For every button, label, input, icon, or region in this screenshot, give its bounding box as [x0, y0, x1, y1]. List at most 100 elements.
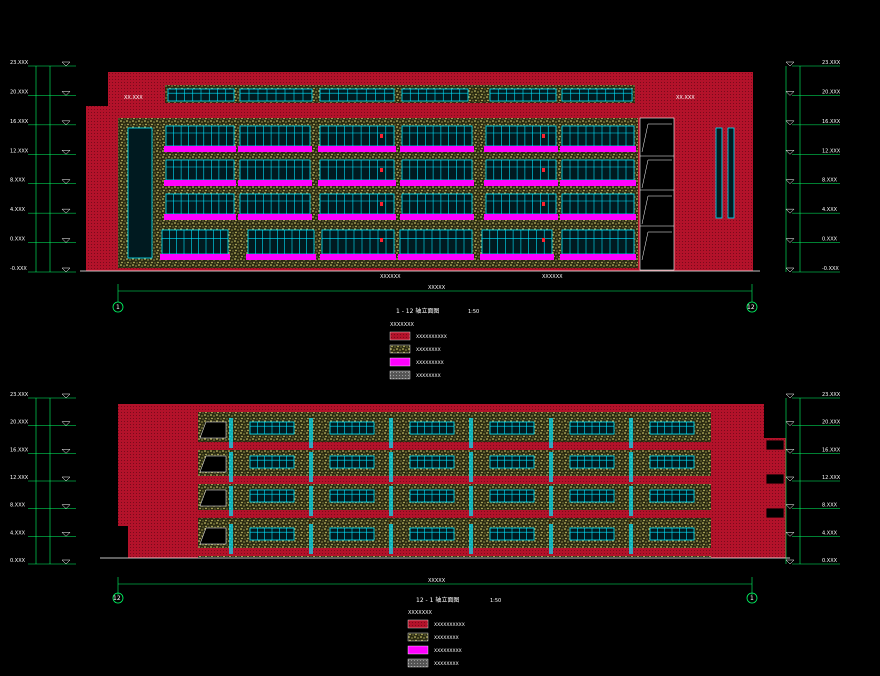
spandrel-band — [484, 180, 558, 186]
window — [165, 193, 235, 215]
elevation-mark: 12.XXX — [10, 475, 29, 481]
elevation-mark: 0.XXX — [10, 558, 26, 564]
legend-swatch — [407, 658, 429, 668]
legend-label: XXXXXXXX — [434, 661, 459, 667]
elevation-mark: 16.XXX — [10, 119, 29, 125]
elevation-mark: 4.XXX — [10, 207, 26, 213]
window — [401, 193, 473, 215]
spandrel-band — [560, 180, 636, 186]
bottom-floors — [198, 418, 785, 556]
elevation-mark: 20.XXX — [10, 89, 29, 95]
spandrel-band — [160, 254, 230, 260]
legend-heading: XXXXXXX — [390, 322, 415, 328]
elevation-mark: 8.XXX — [10, 503, 26, 509]
bottom-right-block — [711, 526, 764, 558]
top-windows — [87, 88, 674, 261]
top-title: 1 - 12 轴立面图 — [396, 307, 439, 315]
window — [401, 159, 473, 181]
elevation-mark: 8.XXX — [822, 503, 838, 509]
window — [481, 229, 553, 255]
elevation-mark: 4.XXX — [822, 530, 838, 536]
elevation-mark: 0.XXX — [10, 237, 26, 243]
legend-label: XXXXXXXXXX — [416, 334, 447, 340]
spandrel-band — [238, 214, 312, 220]
window — [485, 193, 557, 215]
floor-band — [198, 548, 711, 556]
window — [561, 159, 635, 181]
window — [561, 229, 635, 255]
top-axis-bubble-left — [112, 301, 124, 313]
spandrel-band — [400, 180, 474, 186]
legend-swatch — [389, 331, 411, 341]
spandrel-band — [484, 214, 558, 220]
floor-band — [198, 442, 711, 450]
spandrel-band — [318, 180, 396, 186]
legend-label: XXXXXXXX — [434, 635, 459, 641]
elevation-mark: 20.XXX — [10, 420, 29, 426]
top-tower-window-1 — [715, 127, 723, 219]
window — [165, 159, 235, 181]
elevation-mark: 20.XXX — [822, 89, 841, 95]
top-dim-right: 23.XXX20.XXX16.XXX12.XXX8.XXX4.XXX0.XXX-… — [785, 60, 841, 273]
elevation-mark: -0.XXX — [822, 266, 839, 272]
window — [239, 159, 311, 181]
top-stair-tower — [639, 117, 675, 271]
elevation-mark: 16.XXX — [10, 447, 29, 453]
legend-label: XXXXXXXXX — [416, 360, 444, 366]
legend-label: XXXXXXXX — [416, 373, 441, 379]
spandrel-band — [484, 146, 558, 152]
bottom-legend: XXXXXXXXXXXXXXXXXXXXXXXXXXXXXXXXXXXXXXXX… — [407, 610, 465, 668]
elevation-mark: 12.XXX — [10, 148, 29, 154]
window — [485, 159, 557, 181]
elevation-top: XX.XXX XX.XXX XXXXXX XXXXXX XXXXX 1 12 1… — [10, 60, 841, 380]
elevation-mark: 8.XXX — [822, 178, 838, 184]
bottom-overall-dim: XXXXX — [428, 578, 446, 584]
window — [239, 125, 311, 147]
elevation-mark: 0.XXX — [822, 558, 838, 564]
spandrel-band — [246, 254, 316, 260]
legend-swatch — [407, 632, 429, 642]
legend-swatch — [389, 357, 411, 367]
bottom-right-wing — [764, 438, 786, 558]
top-left-wing — [86, 106, 108, 271]
top-axis-left: 1 — [116, 304, 120, 311]
bottom-axis-bubble-left — [112, 592, 124, 604]
top-tag-right: XXXXXX — [542, 274, 563, 280]
window — [561, 193, 635, 215]
elevation-mark: 23.XXX — [10, 60, 29, 66]
window — [561, 125, 635, 147]
legend-swatch — [389, 344, 411, 354]
spandrel-band — [164, 214, 236, 220]
top-axis-bubble-right — [746, 301, 758, 313]
bottom-scale: 1:50 — [490, 598, 501, 604]
legend-label: XXXXXXXXXX — [434, 622, 465, 628]
elevation-mark: 16.XXX — [822, 119, 841, 125]
window — [161, 229, 229, 255]
elevation-mark: 0.XXX — [822, 237, 838, 243]
spandrel-band — [318, 146, 396, 152]
spandrel-band — [398, 254, 474, 260]
spandrel-band — [164, 180, 236, 186]
legend-heading: XXXXXXX — [408, 610, 433, 616]
legend-label: XXXXXXXX — [416, 347, 441, 353]
legend-swatch — [389, 370, 411, 380]
spandrel-band — [560, 254, 636, 260]
spandrel-band — [238, 146, 312, 152]
elevation-mark: 16.XXX — [822, 447, 841, 453]
legend-swatch — [407, 619, 429, 629]
bottom-axis-left: 12 — [113, 595, 121, 602]
legend-label: XXXXXXXXX — [434, 648, 462, 654]
elevation-mark: 23.XXX — [822, 392, 841, 398]
elevation-mark: 23.XXX — [10, 392, 29, 398]
elevation-mark: -0.XXX — [10, 266, 27, 272]
top-scale: 1:50 — [468, 309, 479, 315]
spandrel-band — [480, 254, 554, 260]
window — [247, 229, 315, 255]
top-legend: XXXXXXXXXXXXXXXXXXXXXXXXXXXXXXXXXXXXXXXX… — [389, 322, 447, 380]
window — [165, 125, 235, 147]
top-dim-left: 23.XXX20.XXX16.XXX12.XXX8.XXX4.XXX0.XXX-… — [10, 60, 76, 273]
bottom-axis-bubble-right — [746, 592, 758, 604]
